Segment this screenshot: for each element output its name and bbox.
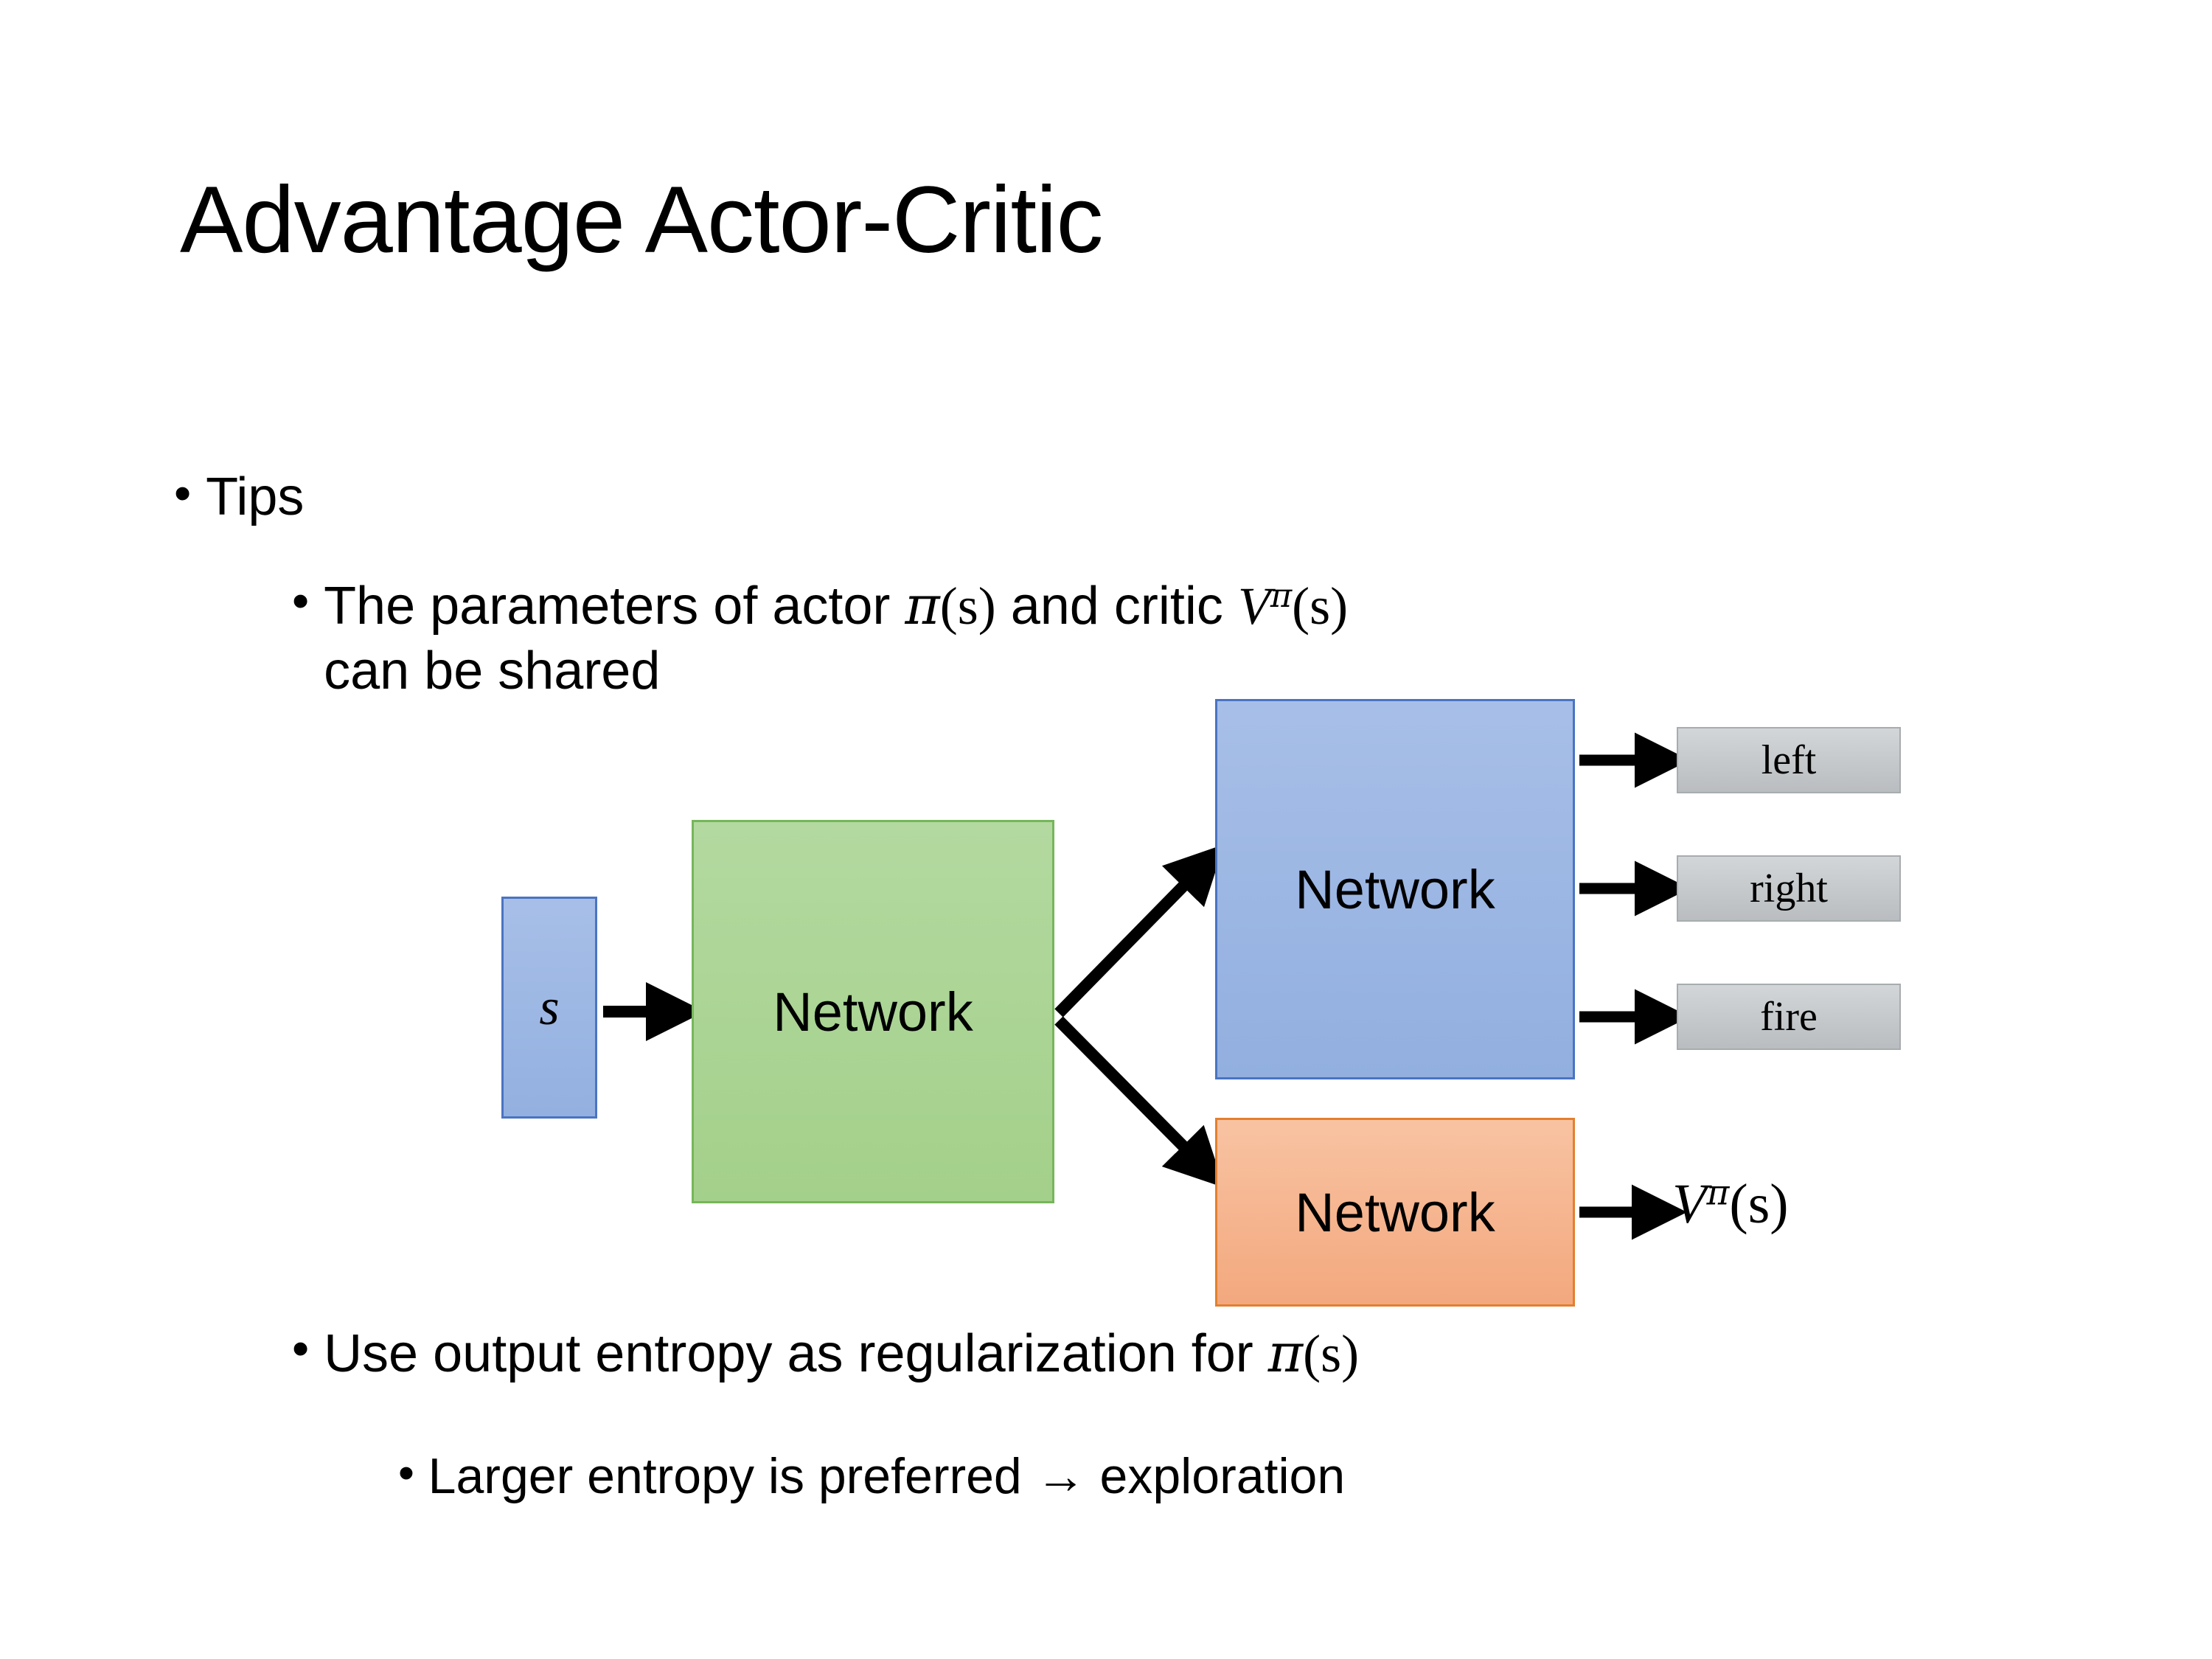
bullet-marker-icon: •	[398, 1447, 414, 1499]
diagram-node-action-left[interactable]: left	[1677, 727, 1901, 793]
bullet-tips: • Tips	[174, 466, 304, 529]
bullet-marker-icon: •	[174, 466, 192, 521]
entropy-text: Use output entropy as regularization for	[324, 1324, 1268, 1383]
pi-symbol: π	[1267, 1322, 1304, 1384]
action-left-label: left	[1761, 737, 1817, 783]
bullet-shared-parameters-label: The parameters of actor π(s) and critic …	[324, 574, 1348, 704]
state-input-label: s	[539, 978, 560, 1036]
text-can-be-shared: can be shared	[324, 641, 661, 700]
diagram-critic-value-output: Vπ(s)	[1672, 1172, 1789, 1237]
v-args: (s)	[1292, 577, 1349, 636]
entropy-pi-formula: π(s)	[1267, 1322, 1360, 1384]
shared-network-label: Network	[773, 981, 973, 1043]
text-before-actor: The parameters of actor	[324, 577, 905, 636]
text-and-critic: and critic	[995, 577, 1238, 636]
page-title: Advantage Actor-Critic	[180, 167, 1103, 273]
diagram-node-critic-network[interactable]: Network	[1215, 1118, 1575, 1307]
v-symbol: V	[1237, 577, 1270, 636]
pi-symbol: π	[905, 574, 940, 636]
diagram-node-action-right[interactable]: right	[1677, 855, 1901, 922]
diagram-node-shared-network[interactable]: Network	[692, 820, 1054, 1203]
action-right-label: right	[1750, 866, 1828, 911]
critic-v-symbol: V	[1672, 1173, 1707, 1235]
arrow-shared-to-critic-network	[1054, 1016, 1225, 1188]
critic-network-label: Network	[1295, 1181, 1495, 1243]
bullet-larger-entropy: • Larger entropy is preferred → explorat…	[398, 1447, 1345, 1507]
bullet-tips-label: Tips	[206, 467, 305, 526]
bullet-marker-icon: •	[292, 1321, 310, 1377]
critic-v-args: (s)	[1729, 1173, 1789, 1235]
bullet-larger-entropy-label: Larger entropy is preferred → exploratio…	[428, 1448, 1346, 1504]
diagram-node-action-fire[interactable]: fire	[1677, 984, 1901, 1050]
pi-args: (s)	[1303, 1324, 1360, 1383]
bullet-marker-icon: •	[292, 574, 310, 629]
arrow-shared-to-actor-network	[1054, 844, 1225, 1018]
v-superscript-pi: π	[1270, 576, 1293, 615]
value-v-formula: Vπ(s)	[1238, 577, 1348, 636]
policy-pi-formula: π(s)	[905, 574, 996, 636]
critic-v-superscript-pi: π	[1706, 1172, 1730, 1214]
action-fire-label: fire	[1760, 994, 1818, 1040]
bullet-shared-parameters: • The parameters of actor π(s) and criti…	[292, 574, 2017, 704]
diagram-node-actor-network[interactable]: Network	[1215, 699, 1575, 1079]
bullet-entropy-regularization: • Use output entropy as regularization f…	[292, 1321, 1359, 1385]
pi-args: (s)	[939, 577, 996, 636]
diagram-node-state-input[interactable]: s	[501, 897, 597, 1119]
bullet-entropy-label: Use output entropy as regularization for…	[324, 1321, 1359, 1385]
actor-network-label: Network	[1295, 858, 1495, 920]
